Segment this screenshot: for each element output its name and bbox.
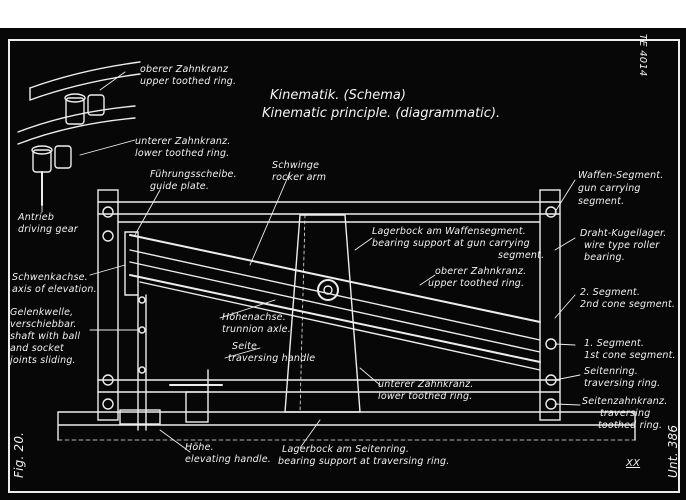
bearing-gun-en2: segment.	[498, 250, 545, 261]
bearing-traversing-de: Lagerbock am Seitenring.	[282, 444, 410, 455]
trunnion-de: Höhenachse.	[222, 312, 286, 323]
upper-ring-en: upper toothed ring.	[140, 76, 237, 87]
gear-ring-inset	[17, 61, 141, 206]
traversing-handle-de: Seite	[232, 341, 258, 352]
leader-lines	[41, 71, 581, 453]
lower-ring2-de: unterer Zahnkranz.	[378, 379, 474, 390]
blueprint-plate	[0, 28, 686, 500]
guide-en: guide plate.	[150, 181, 210, 192]
frame-border	[8, 39, 680, 493]
segment2-de: 2. Segment.	[580, 287, 641, 298]
elevation-axis-de: Schwenkachse.	[12, 272, 88, 283]
elevating-handle-de: Höhe.	[185, 442, 214, 453]
shaft-de2: verschiebbar.	[10, 319, 77, 330]
title-en: Kinematic principle. (diagrammatic).	[262, 106, 501, 121]
bearing-traversing-en: bearing support at traversing ring.	[278, 456, 450, 467]
bearing-gun-en1: bearing support at gun carrying	[372, 238, 530, 249]
drive-shaft	[119, 294, 223, 431]
trunnion-en: trunnion axle.	[222, 324, 291, 335]
wire-bearing-de: Draht-Kugellager.	[580, 228, 667, 239]
upper-ring-de: oberer Zahnkranz	[140, 64, 229, 75]
drive-de: Antrieb	[18, 212, 55, 223]
shaft-de1: Gelenkwelle,	[10, 307, 74, 318]
traversing-ring-en: traversing ring.	[584, 378, 661, 389]
elevating-handle-en: elevating handle.	[185, 454, 272, 465]
traversing-handle-en: traversing handle	[228, 353, 316, 364]
segment2-en: 2nd cone segment.	[580, 299, 676, 310]
punch-hole-left	[210, 10, 220, 20]
gun-seg-en2: segment.	[578, 196, 625, 207]
figure-number: Fig. 20.	[12, 431, 26, 478]
plate-roman: XX	[626, 458, 641, 469]
bearing-gun-de: Lagerbock am Waffensegment.	[372, 226, 526, 237]
plate-number: Unt. 386	[666, 424, 680, 478]
upper-ring2-de: oberer Zahnkranz.	[435, 266, 527, 277]
shaft-en3: joints sliding.	[10, 355, 76, 366]
gun-seg-de: Waffen-Segment.	[578, 170, 664, 181]
traversing-ring-de: Seitenring.	[584, 366, 638, 377]
title-de: Kinematik. (Schema)	[270, 88, 406, 103]
shaft-en1: shaft with ball	[10, 331, 81, 342]
segment1-en: 1st cone segment.	[584, 350, 676, 361]
elevation-axis-en: axis of elevation.	[12, 284, 97, 295]
rocker-assembly	[124, 214, 541, 413]
traversing-gear-en1: traversing	[600, 408, 651, 419]
lower-ring-de: unterer Zahnkranz.	[135, 136, 231, 147]
gun-seg-en1: gun carrying	[578, 183, 641, 194]
lower-ring-en: lower toothed ring.	[135, 148, 230, 159]
upper-ring2-en: upper toothed ring.	[428, 278, 525, 289]
rocker-de: Schwinge	[272, 160, 320, 171]
traversing-gear-en2: toothed ring.	[598, 420, 663, 431]
guide-de: Führungsscheibe.	[150, 169, 237, 180]
punch-hole-right	[468, 10, 478, 20]
reference-code: TE 4014	[637, 34, 648, 77]
wire-bearing-en2: bearing.	[584, 252, 625, 263]
wire-bearing-en1: wire type roller	[584, 240, 660, 251]
segment1-de: 1. Segment.	[584, 338, 645, 349]
lower-ring2-en: lower toothed ring.	[378, 391, 473, 402]
rocker-en: rocker arm	[272, 172, 327, 183]
shaft-en2: and socket	[10, 343, 64, 354]
traversing-gear-de: Seitenzahnkranz.	[582, 396, 668, 407]
drive-en: driving gear	[18, 224, 78, 235]
